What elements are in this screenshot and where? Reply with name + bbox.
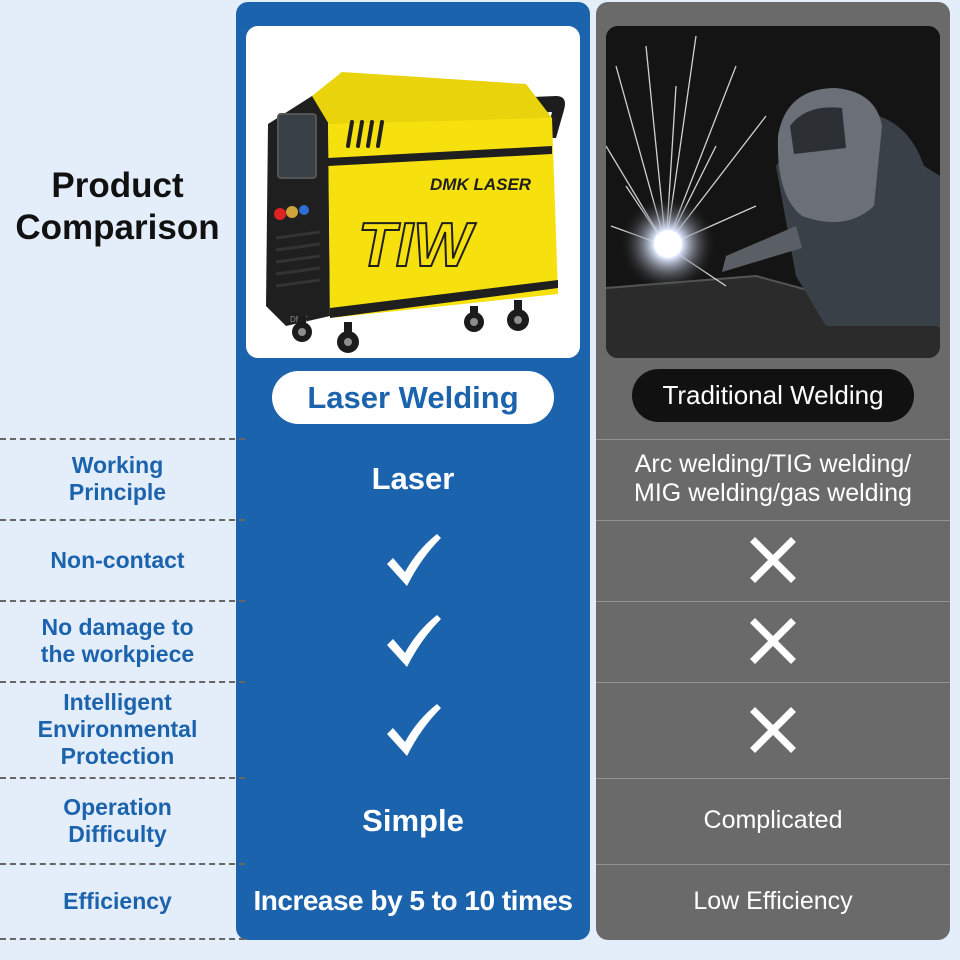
check-icon [387,534,441,586]
traditional-no-damage [596,601,950,681]
row-divider [0,938,245,940]
cell-text: Complicated [703,806,843,834]
laser-machine-photo: DMK LASER TIW DMK [246,26,580,358]
cell-text: Low Efficiency [693,886,853,915]
row-line [596,439,950,440]
traditional-welding-photo [606,26,940,358]
row-divider [0,438,245,440]
row-label-no-damage: No damage to the workpiece [0,601,235,681]
row-label-text: Non-contact [50,546,185,573]
traditional-welding-label: Traditional Welding [632,369,914,422]
row-line [596,520,950,521]
row-label-non-contact: Non-contact [0,520,235,600]
row-label-text: Operation Difficulty [63,793,172,847]
laser-machine-illustration: DMK LASER TIW DMK [266,72,565,353]
cross-icon [750,706,796,753]
row-divider [0,600,245,602]
laser-non-contact [236,520,590,600]
traditional-working-principle: Arc welding/TIG welding/ MIG welding/gas… [596,439,950,519]
row-line [596,682,950,683]
laser-welding-column: DMK LASER TIW DMK Las [236,2,590,940]
title-line-2: Comparison [15,208,220,247]
row-line [596,864,950,865]
cross-icon [750,618,796,664]
check-icon [387,703,441,756]
traditional-welding-column: Traditional Welding [596,2,950,940]
row-divider [0,681,245,683]
welder-illustration [606,26,940,358]
laser-efficiency: Increase by 5 to 10 times [236,864,590,938]
traditional-environmental-protection [596,682,950,777]
row-divider [0,519,245,521]
row-label-text: Efficiency [63,887,172,914]
cell-text: Simple [362,802,464,838]
row-label-text: Working Principle [68,452,167,505]
laser-welding-label: Laser Welding [272,371,554,424]
traditional-efficiency: Low Efficiency [596,864,950,938]
machine-plate-text: TIW [358,211,476,280]
row-label-operation-difficulty: Operation Difficulty [0,778,235,863]
laser-working-principle: Laser [236,439,590,519]
row-divider [0,863,245,865]
page-title: Product Comparison [0,165,235,249]
cell-text: Increase by 5 to 10 times [253,885,573,916]
cell-text: Laser [371,461,455,496]
row-label-environmental-protection: Intelligent Environmental Protection [0,682,235,777]
laser-environmental-protection [236,682,590,777]
row-label-text: Intelligent Environmental Protection [37,689,198,769]
row-label-efficiency: Efficiency [0,864,235,938]
cross-icon [750,537,796,583]
row-divider [0,777,245,779]
laser-operation-difficulty: Simple [236,778,590,863]
row-line [596,778,950,779]
row-label-working-principle: Working Principle [0,439,235,519]
title-line-1: Product [51,166,184,205]
row-line [596,601,950,602]
traditional-operation-difficulty: Complicated [596,778,950,863]
traditional-non-contact [596,520,950,600]
cell-text: Arc welding/TIG welding/ MIG welding/gas… [634,450,912,507]
check-icon [387,615,441,667]
machine-brand-text: DMK LASER [430,175,532,194]
row-label-text: No damage to the workpiece [40,614,195,667]
laser-no-damage [236,601,590,681]
